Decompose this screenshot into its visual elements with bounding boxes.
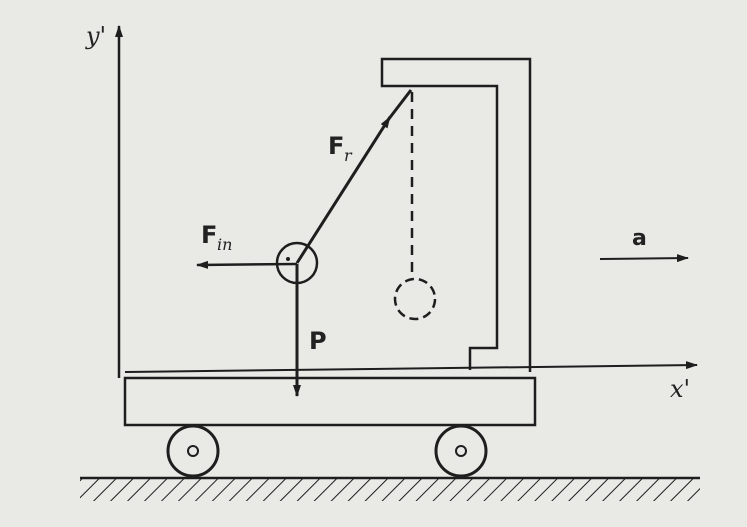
- acceleration-arrow: [599, 254, 689, 263]
- string-top: [386, 89, 413, 121]
- cart-platform: [123, 376, 537, 427]
- inertia-label-sub: in: [217, 235, 232, 254]
- inertia-arrow: [196, 260, 298, 269]
- rest-bob: [393, 277, 437, 321]
- x-axis: [124, 361, 698, 373]
- inertia-label: F in: [201, 221, 232, 254]
- wheel-right: [434, 424, 488, 478]
- ground: [80, 476, 700, 501]
- y-axis-label: y': [85, 22, 106, 50]
- pendulum-frame: [380, 57, 532, 372]
- inertia-label-main: F: [201, 221, 217, 249]
- x-axis-label: x': [670, 375, 690, 403]
- wheel-left: [166, 424, 220, 478]
- acceleration-label: a: [632, 226, 647, 251]
- tension-label-main: F: [328, 132, 344, 160]
- tension-arrow: [295, 116, 392, 264]
- tension-label: F r: [328, 132, 353, 165]
- tension-label-sub: r: [344, 146, 353, 165]
- weight-label: P: [309, 327, 327, 355]
